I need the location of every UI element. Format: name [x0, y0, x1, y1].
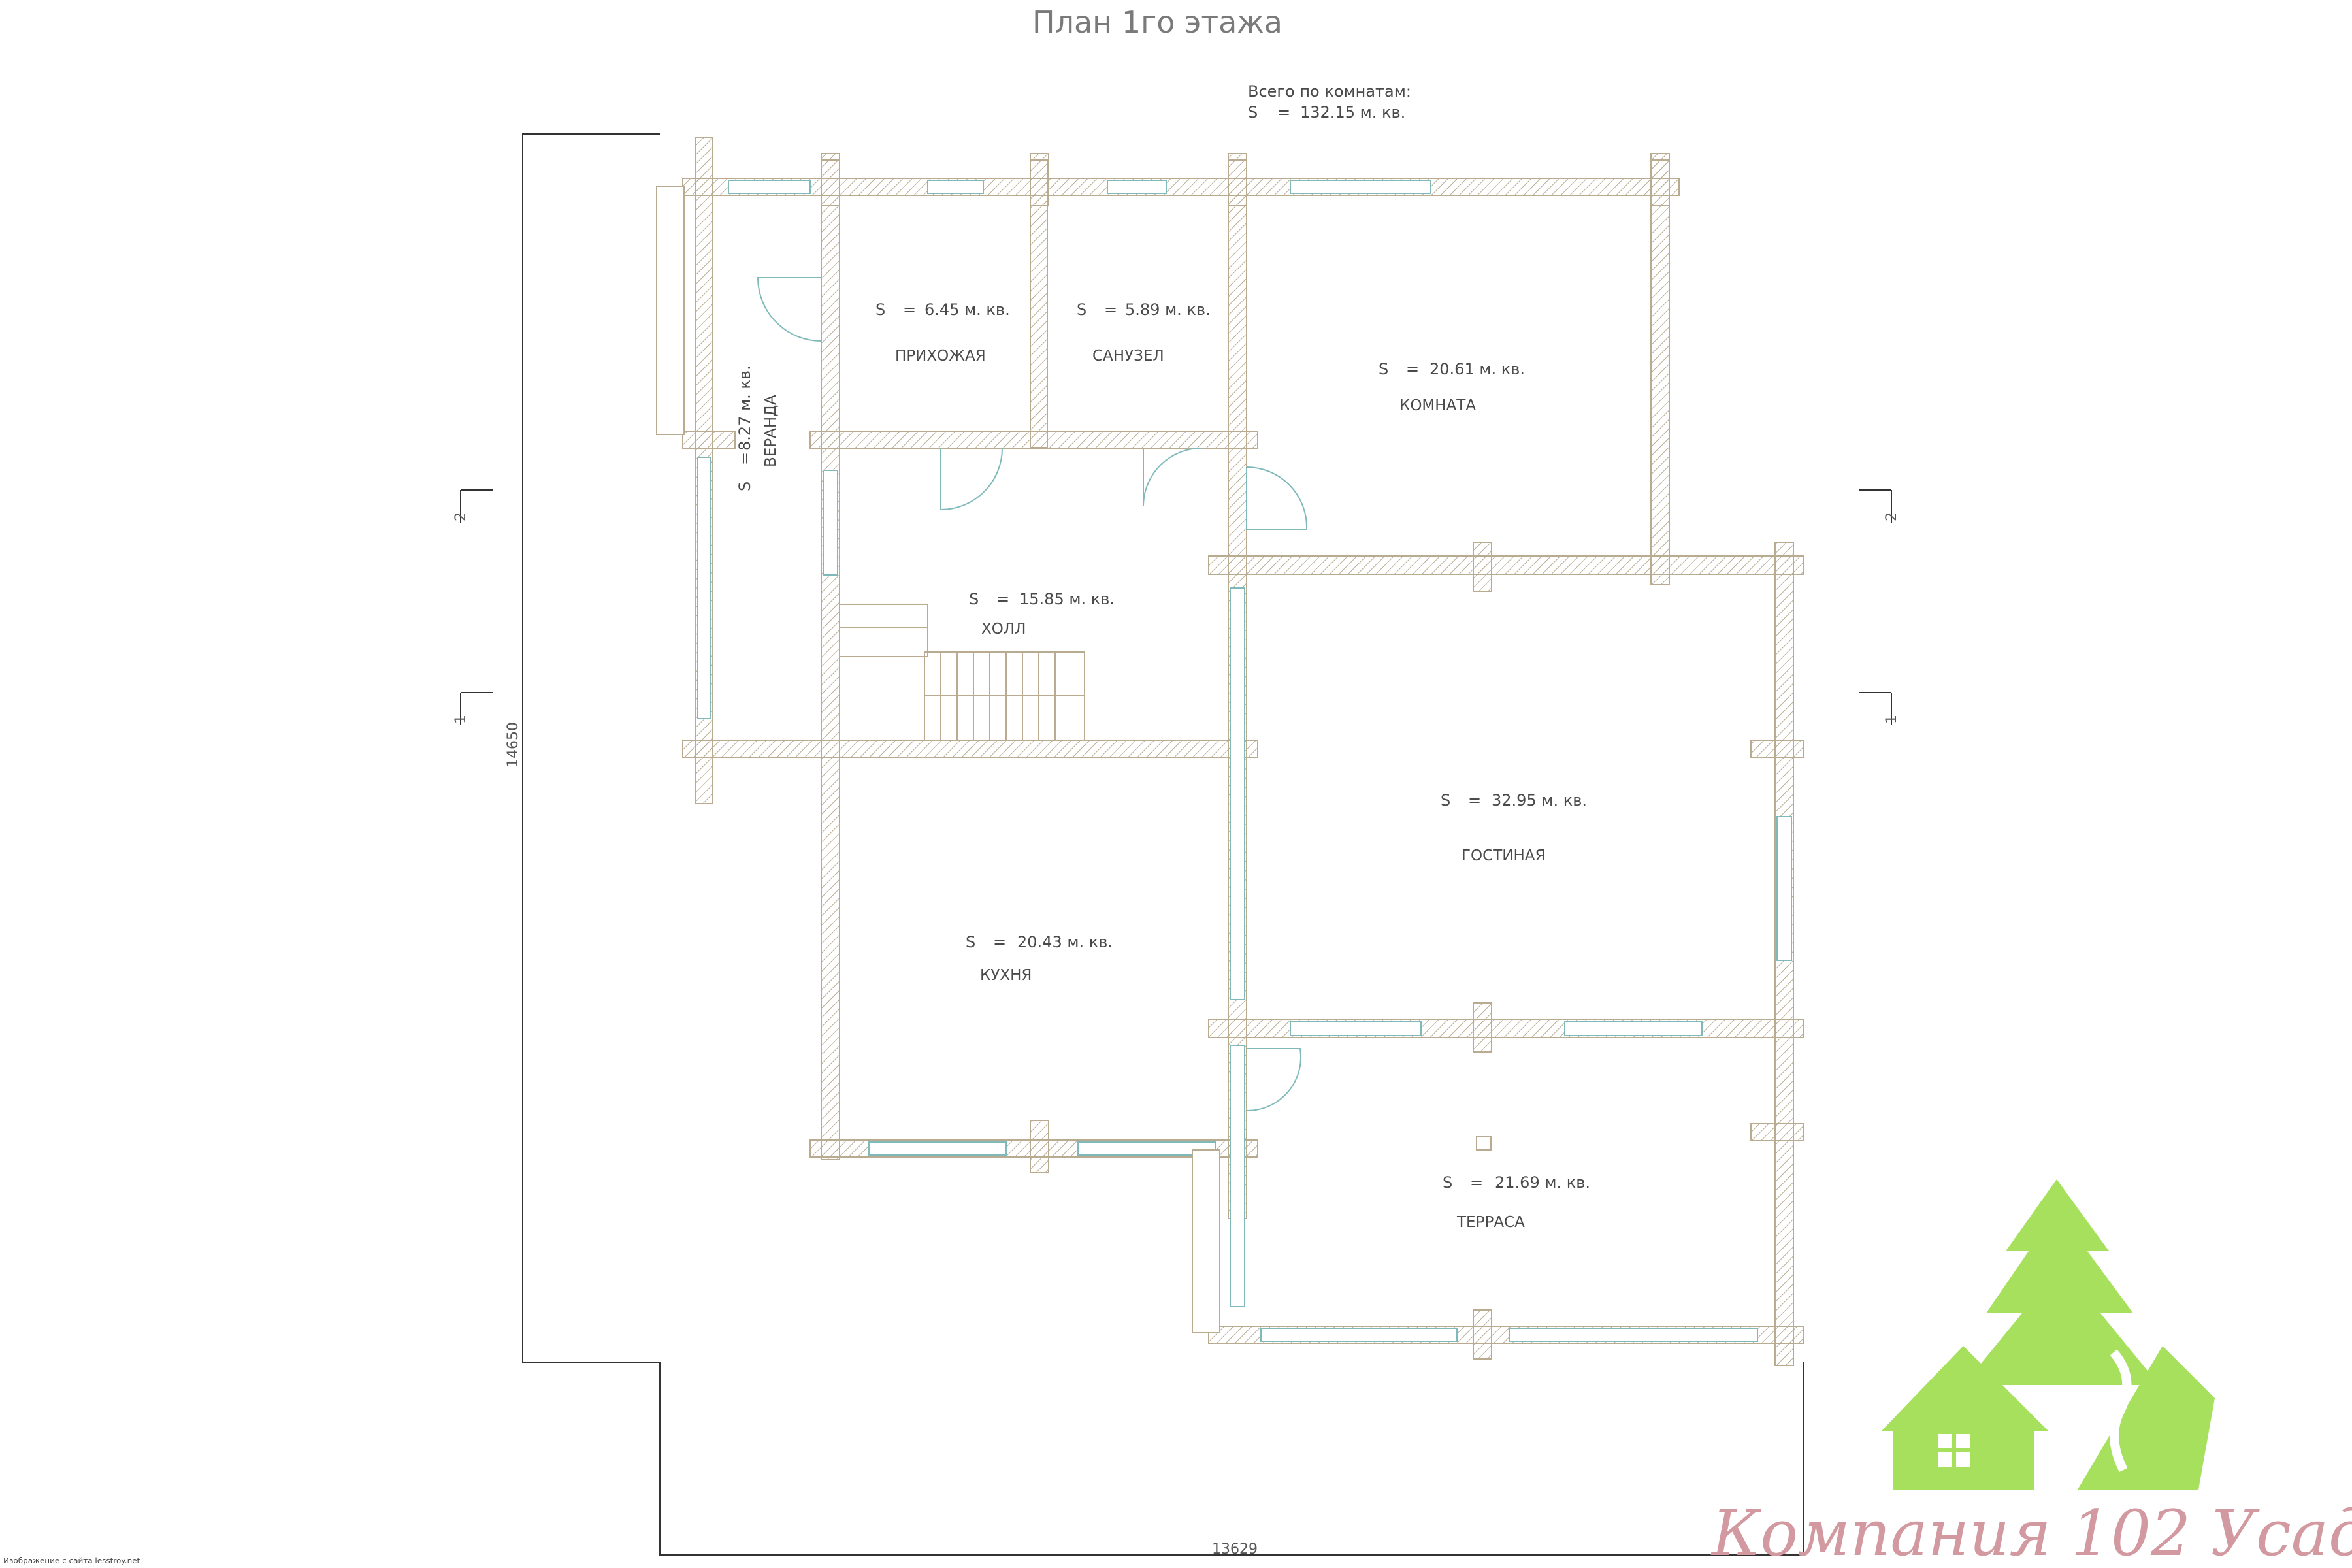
svg-text:S: S	[1443, 1173, 1452, 1192]
svg-text:20.43 м. кв.: 20.43 м. кв.	[1017, 933, 1113, 951]
svg-text:=: =	[996, 590, 1009, 608]
plan-title: План 1го этажа	[1032, 5, 1282, 40]
windows	[656, 180, 1792, 1342]
svg-text:S: S	[875, 301, 885, 319]
svg-text:=: =	[993, 933, 1006, 951]
section-mark-2-left: 2	[453, 512, 469, 521]
svg-text:S: S	[736, 482, 754, 491]
svg-text:ПРИХОЖАЯ: ПРИХОЖАЯ	[895, 348, 986, 365]
svg-text:ВЕРАНДА: ВЕРАНДА	[762, 395, 779, 467]
svg-text:=: =	[1470, 1173, 1483, 1192]
room-holl: S = 15.85 м. кв. ХОЛЛ	[969, 590, 1115, 638]
room-terrasa: S = 21.69 м. кв. ТЕРРАСА	[1443, 1173, 1590, 1231]
dimension-width: 13629	[1212, 1541, 1258, 1558]
svg-text:20.61 м. кв.: 20.61 м. кв.	[1429, 360, 1525, 378]
company-name: Компания 102 Усадьбы	[1710, 1497, 2352, 1568]
room-komnata: S = 20.61 м. кв. КОМНАТА	[1379, 360, 1525, 414]
svg-text:=: =	[736, 452, 754, 465]
svg-text:ТЕРРАСА: ТЕРРАСА	[1456, 1214, 1525, 1231]
room-prihozhaya: S = 6.45 м. кв. ПРИХОЖАЯ	[875, 301, 1010, 365]
total-prefix: S	[1248, 103, 1258, 122]
svg-text:ХОЛЛ: ХОЛЛ	[981, 621, 1026, 638]
svg-text:КОМНАТА: КОМНАТА	[1399, 397, 1476, 414]
room-veranda: S = 8.27 м. кв. ВЕРАНДА	[736, 365, 779, 491]
svg-text:S: S	[966, 933, 975, 951]
svg-text:6.45 м. кв.: 6.45 м. кв.	[924, 301, 1010, 319]
svg-text:S: S	[1441, 791, 1450, 809]
section-markers	[460, 489, 1892, 725]
dimension-height: 14650	[505, 722, 521, 768]
svg-text:=: =	[1104, 301, 1117, 319]
staircase	[839, 604, 1085, 741]
svg-text:S: S	[1379, 360, 1388, 378]
svg-text:ГОСТИНАЯ: ГОСТИНАЯ	[1462, 847, 1545, 864]
total-value: 132.15 м. кв.	[1300, 103, 1405, 122]
svg-text:КУХНЯ: КУХНЯ	[980, 967, 1032, 984]
section-mark-2-right: 2	[1884, 512, 1900, 521]
svg-text:21.69 м. кв.: 21.69 м. кв.	[1495, 1173, 1590, 1192]
svg-text:=: =	[1406, 360, 1419, 378]
doors	[757, 277, 1308, 1112]
section-mark-1-right: 1	[1884, 715, 1900, 724]
svg-text:=: =	[903, 301, 916, 319]
image-credit: Изображение с сайта lesstroy.net	[3, 1556, 140, 1565]
total-eq: =	[1277, 103, 1290, 122]
svg-text:=: =	[1468, 791, 1481, 809]
svg-text:8.27 м. кв.: 8.27 м. кв.	[736, 365, 754, 451]
svg-text:S: S	[969, 590, 979, 608]
svg-text:САНУЗЕЛ: САНУЗЕЛ	[1092, 348, 1164, 365]
svg-text:S: S	[1077, 301, 1086, 319]
room-gostinaya: S = 32.95 м. кв. ГОСТИНАЯ	[1441, 791, 1587, 864]
svg-text:32.95 м. кв.: 32.95 м. кв.	[1492, 791, 1587, 809]
company-logo	[1882, 1179, 2215, 1490]
room-kuhnya: S = 20.43 м. кв. КУХНЯ	[966, 933, 1113, 984]
svg-text:5.89 м. кв.: 5.89 м. кв.	[1125, 301, 1211, 319]
svg-text:15.85 м. кв.: 15.85 м. кв.	[1019, 590, 1115, 608]
terrace-post	[1476, 1136, 1492, 1151]
total-heading: Всего по комнатам:	[1248, 82, 1411, 101]
room-sanuzel: S = 5.89 м. кв. САНУЗЕЛ	[1077, 301, 1211, 365]
dimension-lines	[522, 133, 1804, 1556]
section-mark-1-left: 1	[453, 715, 469, 724]
